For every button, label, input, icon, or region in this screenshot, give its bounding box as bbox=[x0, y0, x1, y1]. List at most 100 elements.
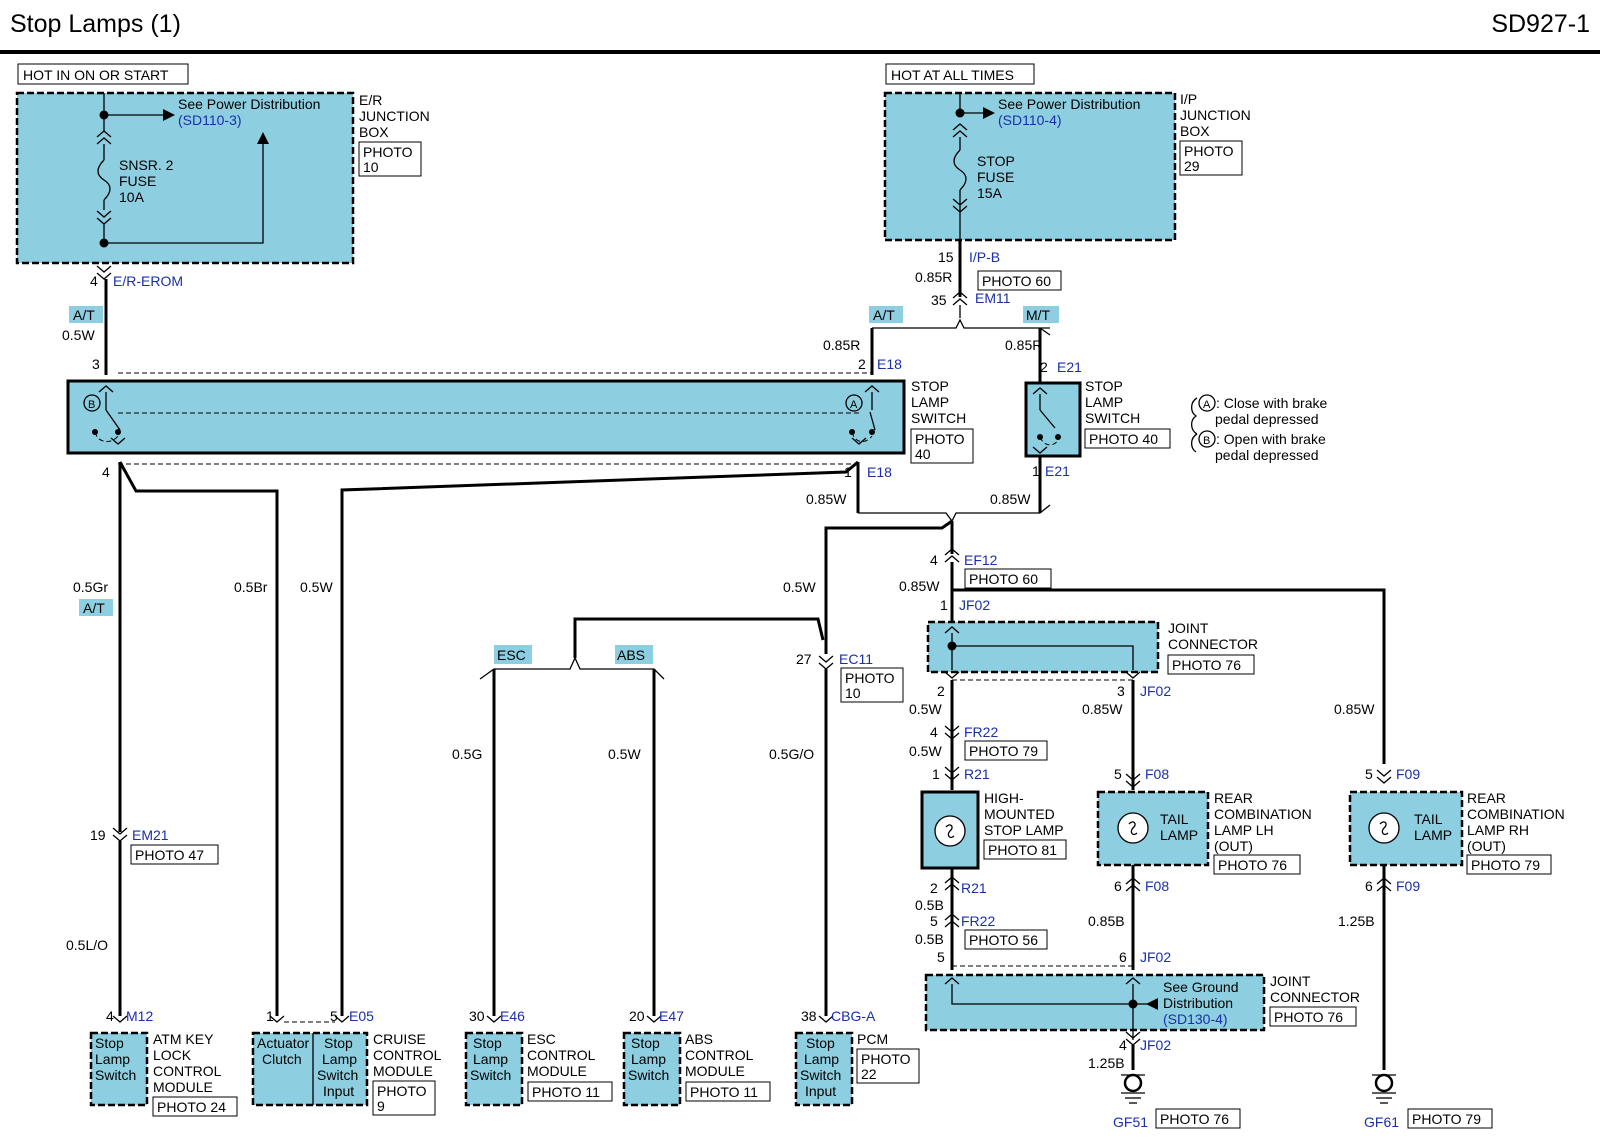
high-mount-label-2: MOUNTED bbox=[984, 806, 1055, 822]
esc-control-module: 30 E46 Stop Lamp Switch ESC CONTROL MODU… bbox=[464, 1008, 613, 1107]
photo-ref: PHOTO bbox=[377, 1083, 427, 1099]
arrow-right-icon bbox=[983, 107, 995, 119]
wire-er-erom: 4 E/R-EROM A/T 0.5W 3 bbox=[62, 265, 183, 375]
connector-label: FR22 bbox=[961, 913, 995, 929]
right-photo-1: PHOTO bbox=[1184, 143, 1234, 159]
module-label: Input bbox=[323, 1083, 354, 1099]
left-fuse-line2: FUSE bbox=[119, 173, 156, 189]
connector-label: E/R-EROM bbox=[113, 273, 183, 289]
connector-label: R21 bbox=[964, 766, 990, 782]
wire-ipb-em11: 15 I/P-B 0.85R PHOTO 60 35 EM11 A/T M/T … bbox=[823, 240, 1082, 383]
connector-label: JF02 bbox=[1140, 1037, 1171, 1053]
pin-label: 1 bbox=[940, 597, 948, 613]
page-code: SD927-1 bbox=[1491, 10, 1590, 38]
rear-lh-3: LAMP LH bbox=[1214, 822, 1274, 838]
module-label: Switch bbox=[95, 1067, 136, 1083]
right-see-power: See Power Distribution bbox=[998, 96, 1140, 112]
page-title: Stop Lamps (1) bbox=[10, 10, 181, 38]
module-label: Switch bbox=[628, 1067, 669, 1083]
wire-label: 0.85B bbox=[1088, 913, 1125, 929]
er-junction-box: HOT IN ON OR START See Power Distributio… bbox=[15, 63, 430, 265]
switch-label-3: SWITCH bbox=[1085, 410, 1140, 426]
photo-ref: PHOTO 56 bbox=[969, 932, 1038, 948]
wires-below-switch: 4 1 E18 1 E21 0.85W 0.85W 0.5Gr A/T 0.5B… bbox=[73, 456, 1070, 1016]
module-label: Stop bbox=[806, 1035, 835, 1051]
wire-label: 0.85W bbox=[806, 491, 847, 507]
connector-label: E21 bbox=[1045, 463, 1070, 479]
connector-label: E18 bbox=[867, 464, 892, 480]
connector-label: E47 bbox=[659, 1008, 684, 1024]
atm-key-lock-module: 4 M12 Stop Lamp Switch ATM KEY LOCK CONT… bbox=[89, 1008, 238, 1117]
at-tag: A/T bbox=[873, 307, 895, 323]
actuator-label-2: Clutch bbox=[262, 1051, 302, 1067]
right-see-ref: (SD110-4) bbox=[998, 112, 1062, 128]
connector-label: E46 bbox=[500, 1008, 525, 1024]
tail-lamp-lh-2: LAMP bbox=[1160, 827, 1198, 843]
photo-ref: PHOTO 76 bbox=[1274, 1009, 1343, 1025]
legend-a-mark: A bbox=[1203, 399, 1211, 411]
connector-label: GF51 bbox=[1113, 1114, 1148, 1130]
pin-label: 4 bbox=[90, 273, 98, 289]
pin-label: 4 bbox=[1119, 1037, 1127, 1053]
right-box-line1: I/P bbox=[1180, 91, 1197, 107]
high-mount-label-3: STOP LAMP bbox=[984, 822, 1064, 838]
pin-label: 5 bbox=[1114, 766, 1122, 782]
pin-label: 38 bbox=[801, 1008, 817, 1024]
module-label: Switch bbox=[317, 1067, 358, 1083]
left-box-line2: JUNCTION bbox=[359, 108, 430, 124]
pin-label: 3 bbox=[1117, 683, 1125, 699]
wire-label: 0.85R bbox=[915, 269, 952, 285]
wire-label: 0.85R bbox=[1005, 337, 1042, 353]
connector-label: GF61 bbox=[1364, 1114, 1399, 1130]
switch-label-3: SWITCH bbox=[911, 410, 966, 426]
switch-label-2: LAMP bbox=[911, 394, 949, 410]
connector-label: E05 bbox=[349, 1008, 374, 1024]
atm-label-2: LOCK bbox=[153, 1047, 192, 1063]
jc-bottom-1: JOINT bbox=[1270, 973, 1311, 989]
stop-lamp-switch-main: B A STOP LAMP SWITCH PHOTO 40 bbox=[66, 372, 974, 464]
abs-label-1: ABS bbox=[685, 1031, 713, 1047]
connector-label: E21 bbox=[1057, 359, 1082, 375]
rear-rh-3: LAMP RH bbox=[1467, 822, 1529, 838]
module-label: Stop bbox=[324, 1035, 353, 1051]
rear-rh-1: REAR bbox=[1467, 790, 1506, 806]
rear-lh-4: (OUT) bbox=[1214, 838, 1253, 854]
legend-b-mark: B bbox=[1203, 435, 1210, 447]
left-photo-2: 10 bbox=[363, 159, 379, 175]
pin-label: 1 bbox=[266, 1008, 274, 1024]
wire-label: 0.85W bbox=[1082, 701, 1123, 717]
connector-label: EM21 bbox=[132, 827, 169, 843]
wire-ef12: 4 EF12 PHOTO 60 0.85W 1 JF02 0.5W bbox=[573, 519, 1386, 764]
joint-connector-top: JOINT CONNECTOR PHOTO 76 bbox=[926, 620, 1258, 681]
left-fuse-line1: SNSR. 2 bbox=[119, 157, 174, 173]
rear-lh-1: REAR bbox=[1214, 790, 1253, 806]
at-tag: A/T bbox=[83, 600, 105, 616]
jc-label-1: JOINT bbox=[1168, 620, 1209, 636]
wire-label: 0.85W bbox=[990, 491, 1031, 507]
module-label: Lamp bbox=[95, 1051, 130, 1067]
pin-label: 27 bbox=[796, 651, 812, 667]
photo-ref: 9 bbox=[377, 1098, 385, 1114]
connector-label: JF02 bbox=[959, 597, 990, 613]
pin-label: 5 bbox=[330, 1008, 338, 1024]
legend-a-line1: : Close with brake bbox=[1216, 395, 1327, 411]
wire-label: 1.25B bbox=[1088, 1055, 1125, 1071]
pin-label: 30 bbox=[469, 1008, 485, 1024]
connector-label: F09 bbox=[1396, 878, 1420, 894]
ground-icon bbox=[1123, 1073, 1143, 1093]
abs-label-2: CONTROL bbox=[685, 1047, 754, 1063]
connector-label: EF12 bbox=[964, 552, 998, 568]
module-label: Stop bbox=[473, 1035, 502, 1051]
module-label: Lamp bbox=[322, 1051, 357, 1067]
esc-label-2: CONTROL bbox=[527, 1047, 596, 1063]
pin-label: 2 bbox=[930, 880, 938, 896]
module-label: Input bbox=[805, 1083, 836, 1099]
legend-a-line2: pedal depressed bbox=[1215, 411, 1319, 427]
pin-label: 1 bbox=[932, 766, 940, 782]
abs-label-3: MODULE bbox=[685, 1063, 745, 1079]
pin-label: 2 bbox=[1040, 359, 1048, 375]
tail-lamp-rh-2: LAMP bbox=[1414, 827, 1452, 843]
fuse-icon bbox=[97, 159, 111, 201]
switch-label-1: STOP bbox=[1085, 378, 1123, 394]
